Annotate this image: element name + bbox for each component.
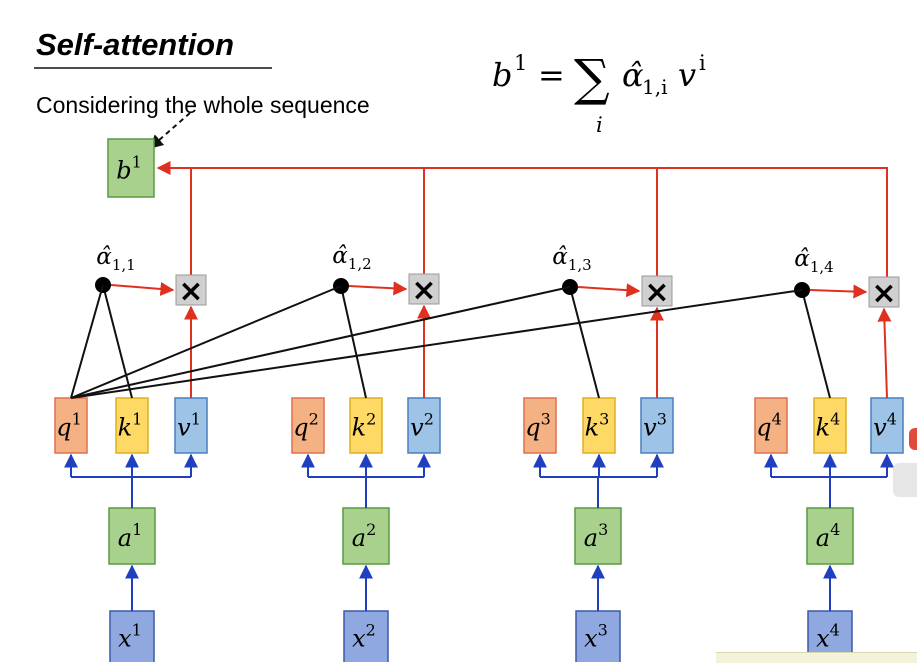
column-2-input-box-label: x2 bbox=[352, 620, 376, 652]
column-3-score-to-multiply bbox=[577, 283, 641, 298]
column-1-input-box-label: x1 bbox=[118, 620, 142, 652]
column-1-embedding-box-label: a1 bbox=[118, 520, 143, 552]
column-1-query-box bbox=[54, 397, 88, 454]
column-2-score-to-multiply bbox=[348, 281, 408, 296]
column-4-embedding-box-label: a4 bbox=[816, 520, 841, 552]
column-4-query-box bbox=[754, 397, 788, 454]
column-2-multiply-symbol: × bbox=[411, 273, 436, 308]
column-2-input-box bbox=[343, 610, 389, 662]
formula-lhs-sup: 1 bbox=[514, 51, 527, 75]
column-4-value-box-label: v4 bbox=[873, 409, 897, 441]
column-2-query-box-label: q2 bbox=[293, 409, 319, 441]
column-4-value-to-multiply bbox=[877, 307, 892, 399]
red-output-bus bbox=[156, 161, 888, 280]
side-panel-handle[interactable] bbox=[893, 463, 917, 497]
column-1-value-box bbox=[174, 397, 208, 454]
query1-to-score-4 bbox=[70, 289, 803, 399]
column-4-key-box-label: k4 bbox=[816, 409, 841, 441]
output-b1-box-label: b1 bbox=[116, 152, 142, 184]
column-3-embedding-box bbox=[574, 507, 622, 565]
column-4-key-to-score bbox=[801, 289, 831, 399]
column-3-input-box-label: x3 bbox=[584, 620, 608, 652]
formula-alpha: α̂ bbox=[622, 56, 644, 94]
column-2-query-box bbox=[291, 397, 325, 454]
formula-alpha-sub: 1,i bbox=[642, 75, 667, 99]
column-2-embedding-box-label: a2 bbox=[352, 520, 377, 552]
column-2-alpha-label: α̂1,2 bbox=[332, 243, 371, 273]
slide-title: Self-attention bbox=[36, 27, 234, 62]
column-4-embedding-box bbox=[806, 507, 854, 565]
output-b1-box bbox=[107, 138, 155, 198]
column-3-query-box bbox=[523, 397, 557, 454]
column-3-key-box-label: k3 bbox=[585, 409, 610, 441]
column-1-alpha-label: α̂1,1 bbox=[96, 244, 135, 274]
column-2-value-box-label: v2 bbox=[410, 409, 434, 441]
formula-sum: ∑ bbox=[574, 49, 610, 107]
column-3-value-box-label: v3 bbox=[643, 409, 667, 441]
column-3-key-box bbox=[582, 397, 616, 454]
column-4-multiply-symbol: × bbox=[871, 276, 896, 311]
column-4-input-box-label: x4 bbox=[816, 620, 840, 652]
query1-to-score-1 bbox=[70, 284, 104, 399]
formula-v: v bbox=[678, 56, 696, 94]
column-3-multiply-symbol: × bbox=[644, 275, 669, 310]
query1-to-score-2 bbox=[70, 285, 342, 399]
column-3-alpha-label: α̂1,3 bbox=[552, 244, 591, 274]
column-1-query-box-label: q1 bbox=[56, 409, 82, 441]
column-1-key-box bbox=[115, 397, 149, 454]
column-1-value-box-label: v1 bbox=[177, 409, 201, 441]
bottom-corner-panel bbox=[716, 652, 917, 663]
column-1-multiply-symbol: × bbox=[178, 274, 203, 309]
edge-indicator bbox=[909, 428, 917, 450]
column-2-key-to-score bbox=[340, 285, 367, 399]
column-4-score-to-multiply bbox=[809, 284, 868, 299]
column-4-query-box-label: q4 bbox=[756, 409, 782, 441]
column-2-key-box-label: k2 bbox=[352, 409, 377, 441]
formula: b 1 = ∑ i α̂ 1,i v i bbox=[492, 49, 706, 137]
column-3-multiply-node bbox=[641, 275, 673, 307]
column-1-multiply-node bbox=[175, 274, 207, 306]
column-1-key-box-label: k1 bbox=[118, 409, 143, 441]
column-1-embedding-box bbox=[108, 507, 156, 565]
column-1-key-to-score bbox=[102, 284, 133, 399]
column-2-embedding-box bbox=[342, 507, 390, 565]
column-2-multiply-node bbox=[408, 273, 440, 305]
column-1-score-to-multiply bbox=[110, 282, 175, 296]
query1-to-score-3 bbox=[70, 286, 571, 399]
slide-subtitle: Considering the whole sequence bbox=[36, 92, 370, 118]
column-4-alpha-label: α̂1,4 bbox=[794, 246, 833, 276]
formula-equals: = bbox=[538, 56, 565, 94]
column-3-query-box-label: q3 bbox=[525, 409, 551, 441]
column-3-key-to-score bbox=[569, 286, 600, 399]
column-1-input-box bbox=[109, 610, 155, 662]
formula-v-sup: i bbox=[699, 51, 706, 75]
column-3-value-box bbox=[640, 397, 674, 454]
subtitle-pointer-arrow bbox=[148, 112, 191, 149]
column-3-embedding-box-label: a3 bbox=[584, 520, 609, 552]
column-4-multiply-node bbox=[868, 276, 900, 308]
formula-lhs: b bbox=[492, 56, 512, 94]
formula-sum-index: i bbox=[596, 113, 603, 137]
column-4-key-box bbox=[813, 397, 847, 454]
